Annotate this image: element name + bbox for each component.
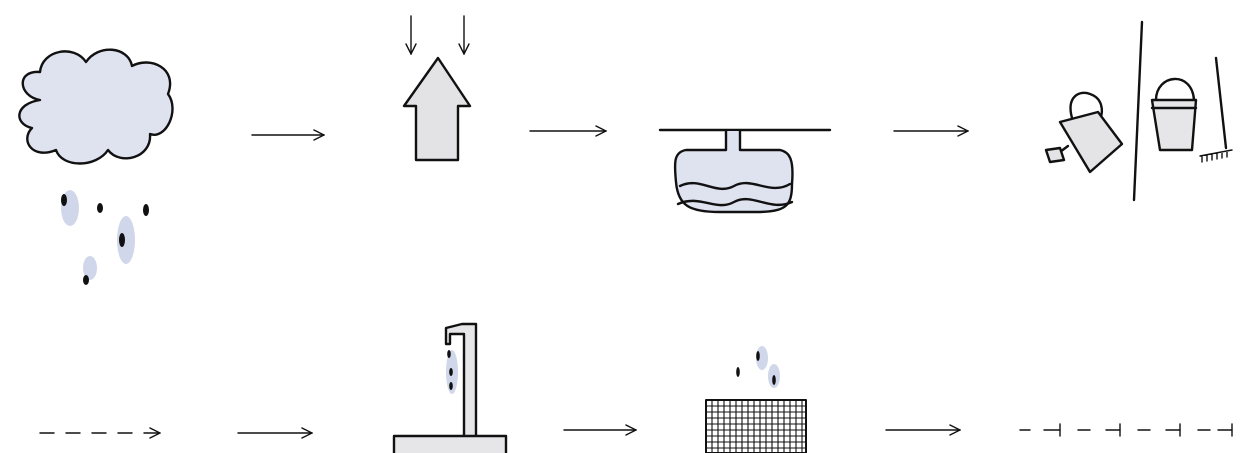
outdoor-tap-icon	[394, 324, 506, 453]
drainage-grate-icon	[706, 346, 806, 453]
rain-cloud-icon	[19, 50, 172, 285]
dashed-pipe-icon	[1020, 424, 1232, 436]
house-roof-icon	[404, 16, 470, 160]
storage-tank-icon	[660, 130, 830, 212]
garden-tools-icon	[1046, 22, 1232, 200]
